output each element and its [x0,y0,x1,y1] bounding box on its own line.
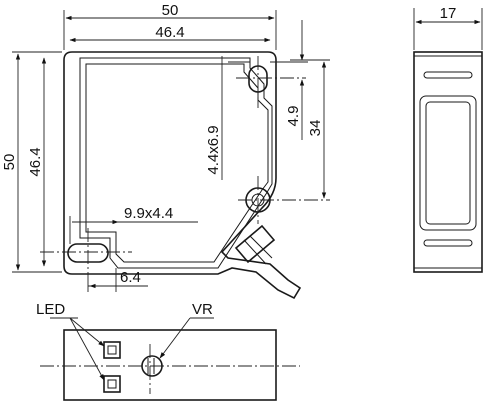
inner-groove-outer [79,57,273,269]
dim-top-width: 50 [162,2,179,19]
dim-offset-right-small: 4.9 [285,106,302,127]
front-view [40,51,330,300]
dim-slot-bottom: 9.9x4.4 [124,205,173,222]
vr-leader [159,317,191,359]
led-indicator-1-inner [107,345,117,355]
dim-bottom-offset: 6.4 [120,269,141,286]
front-dimensions: 50 46.4 50 46.4 4.4x6.9 4.9 34 9.9x4.4 [1,2,330,292]
side-window-inner [425,101,471,225]
side-body [413,51,483,273]
bottom-body [63,329,277,401]
dim-left-height: 50 [1,154,18,171]
dim-top-inner-width: 46.4 [155,24,184,41]
led-leader-1 [69,317,105,347]
led-indicator-2 [103,375,121,393]
inner-groove [85,63,269,263]
dim-slot-top: 4.4x6.9 [205,125,222,174]
dim-side-width: 17 [440,5,457,22]
side-view: 17 [413,5,483,273]
vr-label: VR [192,301,213,318]
bottom-view: LED VR [36,301,300,401]
side-slot-top [423,71,473,79]
side-window [419,95,477,231]
led-indicator-1 [103,341,121,359]
vr-potentiometer [141,355,163,377]
cable-gland-thread [243,235,273,265]
led-leader-2 [69,317,105,381]
dim-left-inner-height: 46.4 [27,147,44,176]
cable-gland [234,224,276,264]
side-slot-bottom [423,239,473,247]
dim-offset-right-large: 34 [307,120,324,137]
led-label: LED [36,301,65,318]
side-edges [414,55,482,269]
body-outline [63,51,302,300]
led-indicator-2-inner [107,379,117,389]
